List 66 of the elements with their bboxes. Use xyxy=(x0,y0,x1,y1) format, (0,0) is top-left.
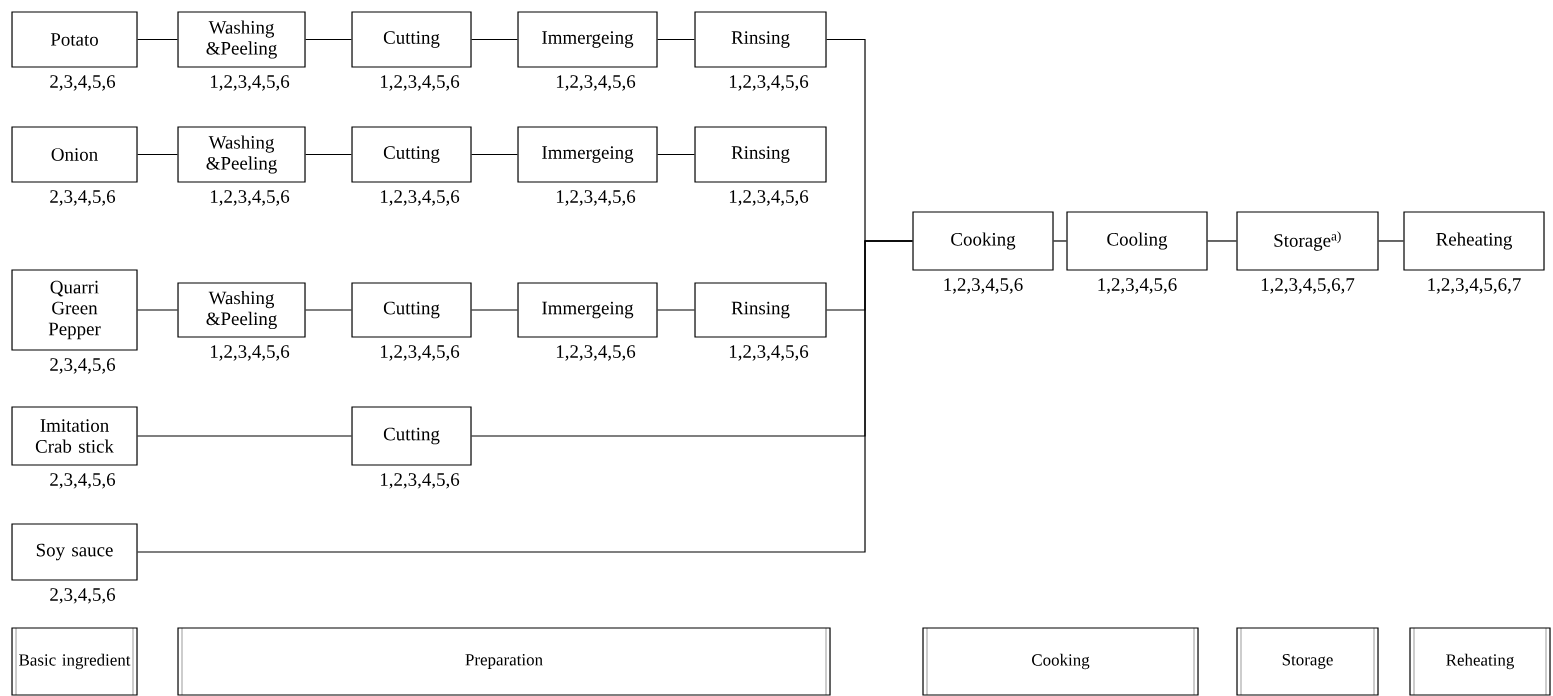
stage-band: Basic ingredient xyxy=(11,627,138,696)
process-box: Imitation Crab stick xyxy=(11,406,138,466)
process-box: Washing &Peeling xyxy=(177,126,306,183)
step-codes: 2,3,4,5,6 xyxy=(50,190,116,206)
process-box: Cutting xyxy=(351,282,472,338)
connector-line xyxy=(305,309,352,311)
step-codes: 2,3,4,5,6 xyxy=(50,588,116,604)
process-box: Immergeing xyxy=(517,282,658,338)
process-box: Reheating xyxy=(1403,211,1545,271)
connector-line xyxy=(305,38,352,41)
process-box: Washing &Peeling xyxy=(177,282,306,338)
connector-line xyxy=(137,153,178,156)
step-codes: 1,2,3,4,5,6 xyxy=(556,345,636,361)
connector-line xyxy=(1207,240,1237,242)
connector-line xyxy=(471,38,518,41)
process-box: Potato xyxy=(11,11,138,68)
step-codes: 1,2,3,4,5,6,7 xyxy=(1261,278,1355,294)
stage-band: Storage xyxy=(1236,627,1379,696)
step-codes: 1,2,3,4,5,6 xyxy=(380,75,460,91)
connector-line xyxy=(1053,240,1067,242)
process-box: Cutting xyxy=(351,126,472,183)
step-codes: 1,2,3,4,5,6,7 xyxy=(1428,278,1521,294)
connector-line xyxy=(471,309,518,311)
process-box: Quarri Green Pepper xyxy=(11,269,138,351)
step-codes: 1,2,3,4,5,6 xyxy=(210,75,290,91)
connector-line xyxy=(471,153,518,156)
step-codes: 1,2,3,4,5,6 xyxy=(729,345,809,361)
process-box: Immergeing xyxy=(517,11,658,68)
process-box: Storage$^{a)}$ xyxy=(1236,211,1379,271)
connector-line xyxy=(137,240,913,553)
step-codes: 1,2,3,4,5,6 xyxy=(210,190,290,206)
stage-band: Preparation xyxy=(177,627,831,696)
step-codes: 1,2,3,4,5,6 xyxy=(729,75,809,91)
process-box: Cutting xyxy=(351,406,472,466)
process-box: Cooling xyxy=(1066,211,1208,271)
connector-line xyxy=(137,309,178,311)
step-codes: 2,3,4,5,6 xyxy=(50,473,116,489)
connector-line xyxy=(657,309,695,311)
step-codes: 1,2,3,4,5,6 xyxy=(556,190,636,206)
step-codes: 1,2,3,4,5,6 xyxy=(380,190,460,206)
step-codes: 1,2,3,4,5,6 xyxy=(944,278,1023,294)
connector-line xyxy=(305,153,352,156)
process-box: Onion xyxy=(11,126,138,183)
step-codes: 1,2,3,4,5,6 xyxy=(380,345,460,361)
process-box: Washing &Peeling xyxy=(177,11,306,68)
step-codes: 1,2,3,4,5,6 xyxy=(729,190,809,206)
process-box: Cutting xyxy=(351,11,472,68)
stage-band: Cooking xyxy=(922,627,1199,696)
step-codes: 1,2,3,4,5,6 xyxy=(1098,278,1177,294)
step-codes: 1,2,3,4,5,6 xyxy=(556,75,636,91)
step-codes: 2,3,4,5,6 xyxy=(50,75,116,91)
step-codes: 1,2,3,4,5,6 xyxy=(210,345,290,361)
connector-line xyxy=(137,435,352,437)
connector-line xyxy=(1378,240,1404,242)
process-box: Rinsing xyxy=(694,282,827,338)
process-box: Rinsing xyxy=(694,126,827,183)
step-codes: 2,3,4,5,6 xyxy=(50,358,116,374)
process-box: Cooking xyxy=(912,211,1054,271)
step-codes: 1,2,3,4,5,6 xyxy=(380,473,460,489)
stage-band: Reheating xyxy=(1409,627,1551,696)
process-box: Soy sauce xyxy=(11,523,138,581)
connector-line xyxy=(657,153,695,156)
process-box: Rinsing xyxy=(694,11,827,68)
connector-line xyxy=(137,38,178,41)
process-box: Immergeing xyxy=(517,126,658,183)
connector-line xyxy=(657,38,695,41)
